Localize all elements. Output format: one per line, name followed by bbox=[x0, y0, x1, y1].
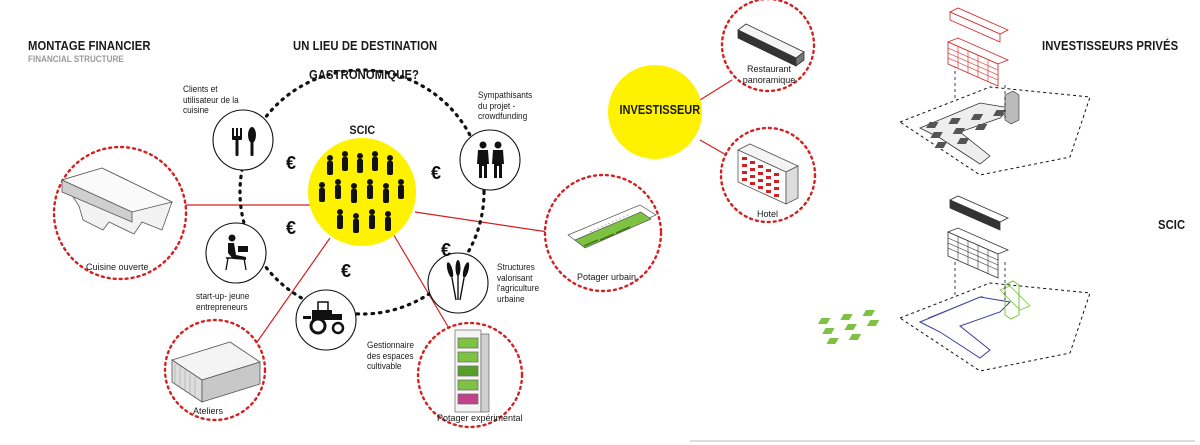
axo-investisseurs-illustration bbox=[898, 7, 1091, 176]
restaurant-illustration bbox=[737, 23, 805, 67]
node-clients-circle bbox=[212, 109, 274, 171]
red-connectors bbox=[185, 79, 736, 346]
euro-icon: € bbox=[286, 153, 297, 173]
space-restaurant-label: Restaurant panoramique bbox=[742, 64, 796, 85]
center-title-line2: GASTRONOMIQUE? bbox=[309, 68, 420, 82]
connector-ateliers bbox=[254, 237, 331, 346]
ring-dashed bbox=[238, 68, 486, 316]
cutlery-icon bbox=[232, 127, 256, 156]
wheat-icon bbox=[446, 260, 470, 301]
node-clients-label: Clients et utilisateur de la cuisine bbox=[183, 84, 239, 115]
euro-icon: € bbox=[441, 240, 452, 260]
hotel-illustration bbox=[737, 143, 799, 205]
investisseurs-prives-label: INVESTISSEURS PRIVÉS bbox=[1042, 39, 1179, 53]
node-gestionnaire-label: Gestionnaire des espaces cultivable bbox=[367, 340, 414, 371]
space-cuisine-label: Cuisine ouverte bbox=[86, 262, 149, 272]
person-sitting-icon bbox=[225, 234, 248, 271]
node-structures-label: Structures valorisant l'agriculture urba… bbox=[497, 262, 540, 304]
axo-scic-illustration bbox=[817, 195, 1091, 372]
ateliers-building-illustration bbox=[171, 341, 261, 403]
space-hotel-label: Hotel bbox=[757, 209, 779, 219]
node-startup-label: start-up- jeune entrepreneurs bbox=[196, 291, 250, 312]
euro-icon: € bbox=[286, 218, 297, 238]
connector-potager-exp bbox=[391, 231, 451, 331]
cuisine-building-illustration bbox=[60, 167, 174, 235]
section-title: MONTAGE FINANCIER bbox=[28, 39, 151, 53]
scic-right-label: SCIC bbox=[1158, 218, 1186, 232]
scic-core-label: SCIC bbox=[349, 123, 376, 137]
people-icon bbox=[319, 151, 404, 233]
connector-restaurant bbox=[699, 79, 733, 101]
section-subtitle: FINANCIAL STRUCTURE bbox=[28, 54, 124, 64]
center-title-line1: UN LIEU DE DESTINATION bbox=[293, 39, 438, 53]
investor-label: INVESTISSEUR bbox=[619, 103, 701, 117]
potager-urbain-illustration bbox=[567, 204, 657, 249]
people-icon bbox=[477, 141, 504, 178]
node-sympathisants-circle bbox=[459, 129, 521, 191]
node-sympathisants-label: Sympathisants du projet - crowdfunding bbox=[478, 90, 533, 121]
space-potager-exp-label: Potager expérimental bbox=[437, 413, 523, 423]
euro-icon: € bbox=[431, 163, 442, 183]
euro-icon: € bbox=[341, 261, 352, 281]
space-ateliers-label: Ateliers bbox=[193, 406, 224, 416]
potager-tower-illustration bbox=[454, 329, 490, 413]
investor-circle bbox=[608, 65, 702, 159]
tractor-icon bbox=[303, 301, 345, 335]
node-startup-circle bbox=[205, 222, 267, 284]
space-potager-urbain-label: Potager urbain bbox=[577, 272, 637, 282]
